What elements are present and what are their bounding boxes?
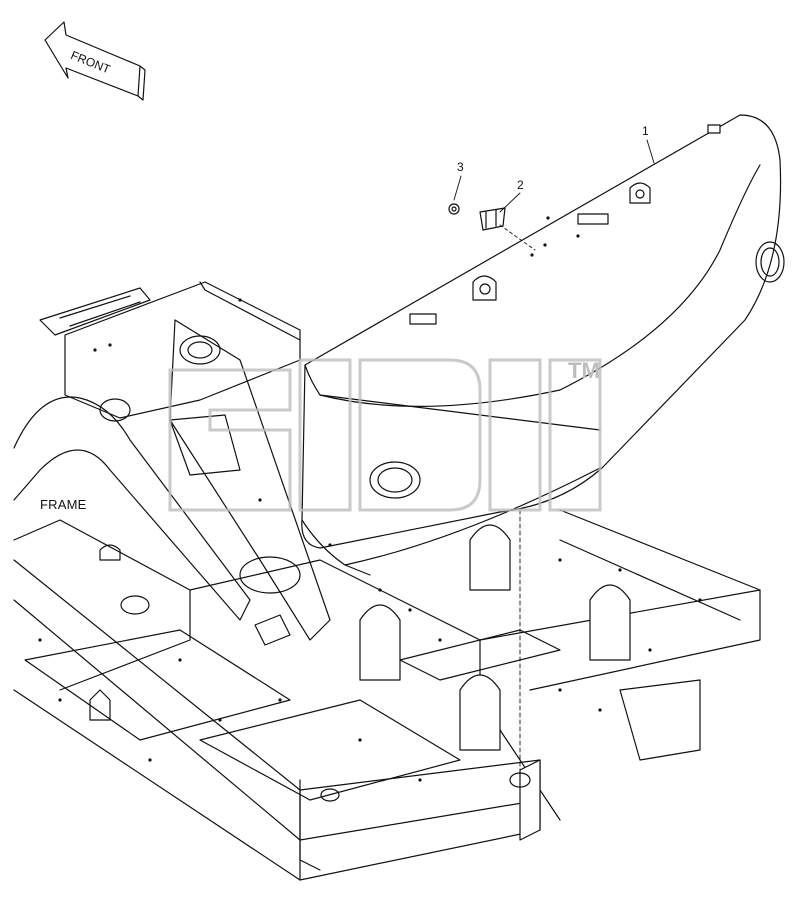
front-arrow-icon [44, 21, 146, 101]
watermark-trademark: TM [568, 358, 600, 383]
callout-2: 2 [517, 178, 524, 192]
callout-3: 3 [457, 160, 464, 174]
counterweight-part [301, 114, 785, 576]
watermark-logo [168, 358, 602, 512]
frame-label: FRAME [40, 497, 87, 512]
bracket-part [479, 207, 506, 231]
upper-frame-structure [13, 281, 331, 641]
nut-part [448, 203, 460, 215]
callout-1: 1 [642, 124, 649, 138]
lower-frame-structure [13, 509, 761, 881]
